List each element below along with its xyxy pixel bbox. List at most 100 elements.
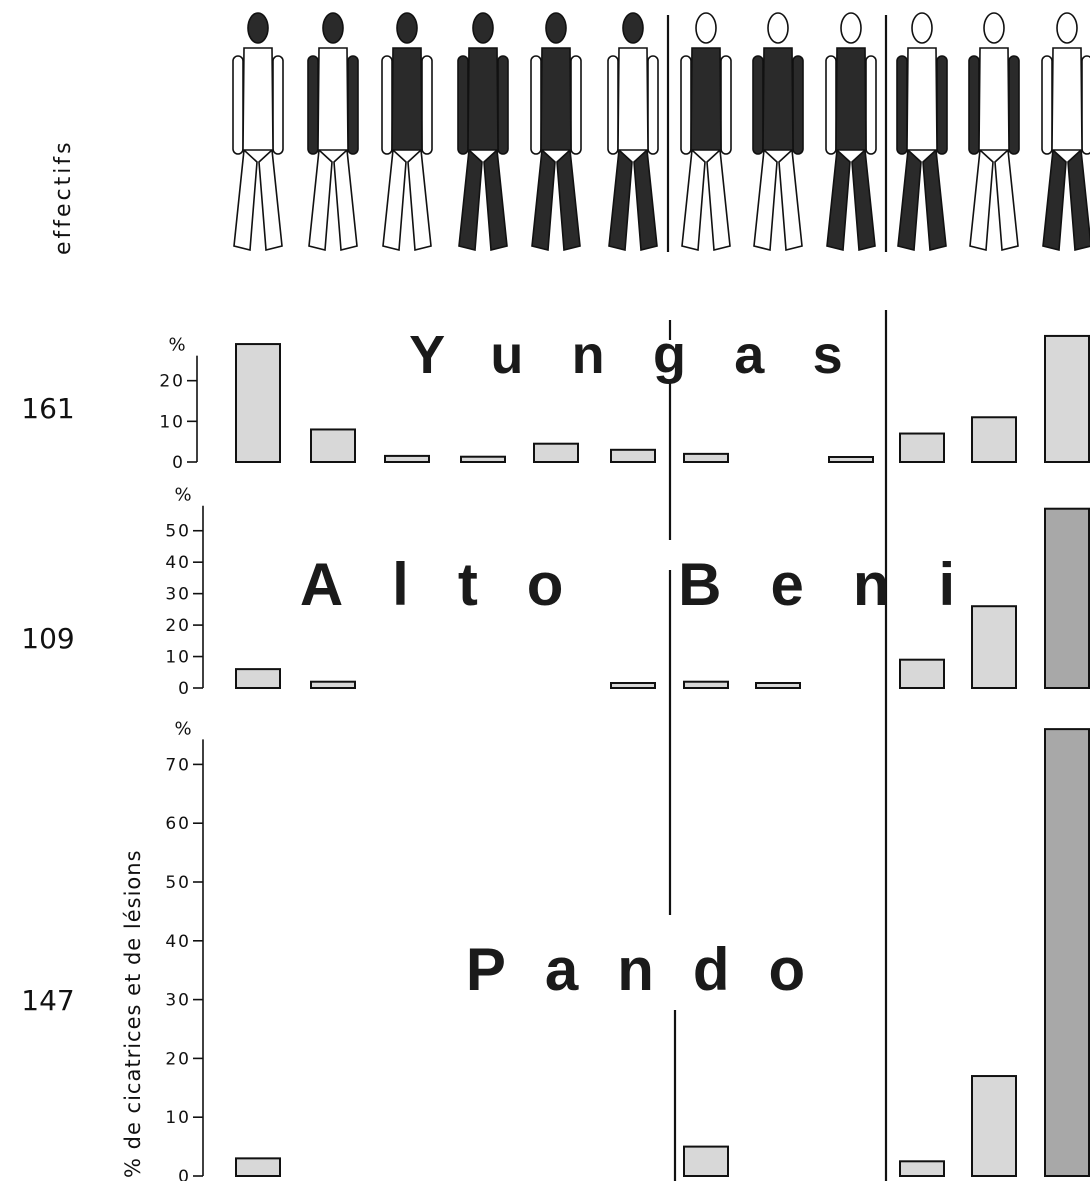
- figure-right-leg: [258, 148, 283, 252]
- bar: [755, 682, 801, 689]
- y-tick-label: 10: [165, 648, 191, 668]
- figure-right-arm: [865, 55, 877, 155]
- figure-head: [911, 12, 933, 44]
- y-tick-label: 60: [165, 814, 191, 834]
- body-figure: [381, 12, 433, 252]
- figure-right-leg: [1067, 148, 1090, 252]
- bar: [683, 1145, 729, 1177]
- figure-left-leg: [531, 148, 556, 252]
- figure-head: [983, 12, 1005, 44]
- y-tick-label: 30: [165, 991, 191, 1011]
- figure-head: [545, 12, 567, 44]
- figure-left-leg: [826, 148, 851, 252]
- figure-right-leg: [556, 148, 581, 252]
- figure-head: [767, 12, 789, 44]
- y-tick-label: 0: [178, 679, 191, 699]
- figure-right-arm: [936, 55, 948, 155]
- body-figures: [232, 12, 1090, 252]
- bar: [1044, 334, 1090, 463]
- group-separators: [666, 15, 888, 1181]
- body-figure: [607, 12, 659, 252]
- bar: [971, 1075, 1017, 1178]
- figure-right-leg: [633, 148, 658, 252]
- figure-head: [396, 12, 418, 44]
- figure-torso: [1051, 47, 1083, 151]
- figure-torso: [762, 47, 794, 151]
- effectifs-label: effectifs: [51, 139, 76, 255]
- figure-head: [695, 12, 717, 44]
- figure-left-arm: [457, 55, 469, 155]
- bar: [235, 668, 281, 689]
- figure-torso: [540, 47, 572, 151]
- figure-right-arm: [1008, 55, 1020, 155]
- figure-left-arm: [381, 55, 393, 155]
- bar: [1044, 728, 1090, 1177]
- y-tick-label: 40: [165, 932, 191, 952]
- figure-left-leg: [753, 148, 778, 252]
- figure-head: [322, 12, 344, 44]
- bar: [828, 456, 874, 463]
- figure-left-arm: [752, 55, 764, 155]
- body-figure: [680, 12, 732, 252]
- figure-right-leg: [778, 148, 803, 252]
- figure-left-leg: [382, 148, 407, 252]
- percent-symbol: %: [174, 718, 191, 739]
- y-tick-label: 0: [178, 1167, 191, 1181]
- figure-torso: [391, 47, 423, 151]
- effectif-value: 109: [21, 622, 74, 655]
- figure-head: [622, 12, 644, 44]
- figure-left-leg: [458, 148, 483, 252]
- figure-right-leg: [706, 148, 731, 252]
- figure-right-arm: [570, 55, 582, 155]
- effectif-value: 161: [21, 392, 74, 425]
- figure-right-arm: [497, 55, 509, 155]
- figure-torso: [978, 47, 1010, 151]
- figure-right-arm: [1081, 55, 1090, 155]
- bar: [899, 432, 945, 463]
- region-title: Yungas: [409, 325, 891, 385]
- bar: [460, 455, 506, 464]
- body-figure: [307, 12, 359, 252]
- figure-left-leg: [233, 148, 258, 252]
- y-tick-label: 10: [159, 412, 185, 432]
- bar: [310, 428, 356, 464]
- y-axis-label: % de cicatrices et de lésions: [121, 849, 145, 1178]
- y-tick-label: 40: [165, 553, 191, 573]
- figure-head: [247, 12, 269, 44]
- y-tick-label: 50: [165, 873, 191, 893]
- figure-torso: [906, 47, 938, 151]
- bar: [610, 682, 656, 689]
- figure-left-arm: [825, 55, 837, 155]
- figure-torso: [467, 47, 499, 151]
- body-figure: [968, 12, 1020, 252]
- body-figure: [896, 12, 948, 252]
- body-figure: [752, 12, 804, 252]
- y-tick-label: 20: [165, 1049, 191, 1069]
- bar: [971, 605, 1017, 690]
- figure-right-leg: [483, 148, 508, 252]
- y-tick-label: 70: [165, 755, 191, 775]
- figure-left-arm: [232, 55, 244, 155]
- bar: [310, 680, 356, 690]
- figure-left-arm: [680, 55, 692, 155]
- bar: [1044, 507, 1090, 689]
- bar: [683, 680, 729, 690]
- bar: [533, 442, 579, 464]
- region-title: Pando: [466, 936, 844, 1003]
- figure-torso: [617, 47, 649, 151]
- percent-symbol: %: [168, 335, 185, 356]
- figure-left-arm: [1041, 55, 1053, 155]
- figure-head: [1056, 12, 1078, 44]
- body-figure: [530, 12, 582, 252]
- bar: [610, 448, 656, 463]
- figure-left-leg: [681, 148, 706, 252]
- figure-right-arm: [347, 55, 359, 155]
- figure-torso: [835, 47, 867, 151]
- figure-right-arm: [421, 55, 433, 155]
- y-tick-label: 50: [165, 522, 191, 542]
- figure-left-arm: [530, 55, 542, 155]
- figure-left-arm: [607, 55, 619, 155]
